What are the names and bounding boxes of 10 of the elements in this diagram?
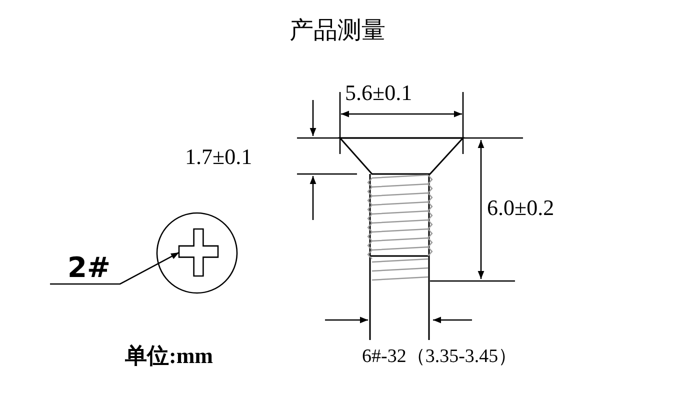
cross-recess xyxy=(179,229,218,276)
dimension-label: 1.7±0.1 xyxy=(185,146,252,168)
unit-note: 单位:mm xyxy=(125,345,213,367)
screw-head-circle xyxy=(156,212,238,294)
leader-line xyxy=(50,252,180,285)
title: 产品测量 xyxy=(288,18,386,42)
thread-spec: 6#-32（3.35-3.45） xyxy=(362,347,518,366)
dimension-label: 6.0±0.2 xyxy=(487,197,554,219)
callout-label: 2# xyxy=(58,252,120,284)
dimension-label: 5.6±0.1 xyxy=(345,82,412,104)
